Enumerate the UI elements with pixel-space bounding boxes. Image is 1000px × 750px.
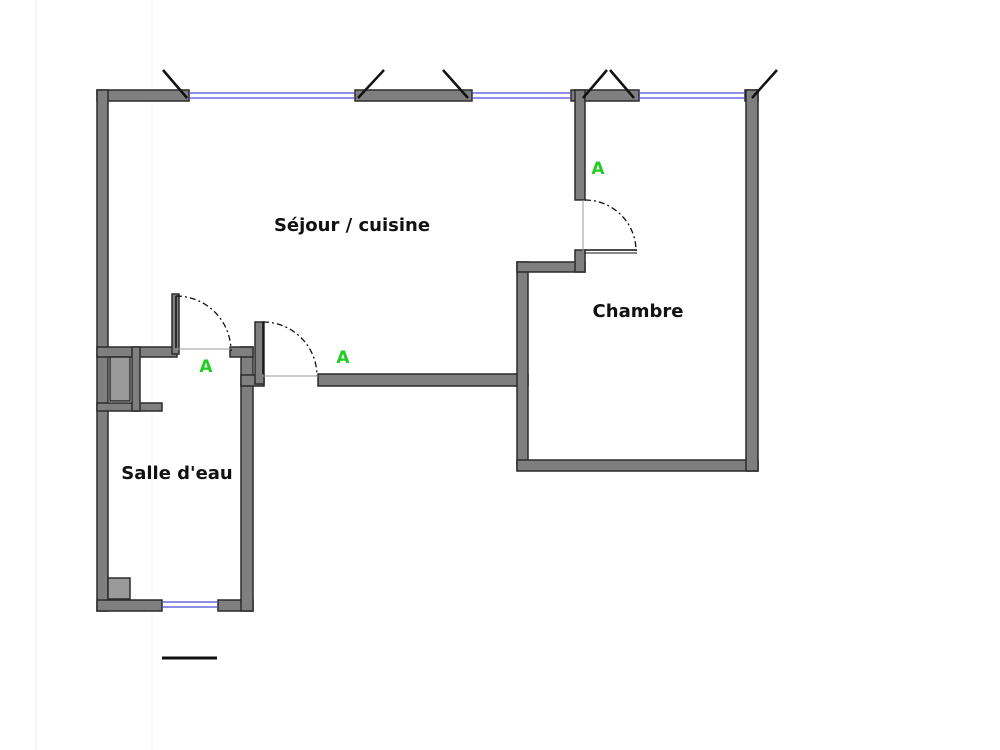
window-swing-2 (357, 69, 385, 99)
window-swing-5 (609, 69, 635, 99)
marker-bedroom: A (591, 159, 605, 179)
duct-bath-corner (107, 577, 131, 600)
doors (175, 199, 637, 377)
door-bath-swing (175, 295, 232, 352)
wall-bedroom-step-up (574, 249, 586, 273)
wall-bath-top-right (229, 346, 254, 358)
door-mid-swing (262, 321, 318, 377)
door-bedroom-swing (584, 199, 637, 252)
window-swing-3 (442, 69, 469, 99)
duct-closet (109, 356, 131, 402)
room-label-salle-eau: Salle d'eau (121, 463, 233, 484)
window-swing-4 (582, 69, 608, 99)
wall-bedroom-left-upper (574, 89, 586, 201)
wall-bath-bottom-left (96, 599, 163, 612)
window-swing-1 (162, 69, 188, 99)
marker-living: A (336, 348, 350, 368)
room-label-sejour: Séjour / cuisine (274, 215, 430, 236)
window-swings (162, 69, 778, 99)
wall-bedroom-left-lower (516, 261, 529, 471)
wall-bedroom-bottom (516, 459, 759, 472)
marker-bath: A (199, 357, 213, 377)
wall-closet-side (131, 346, 141, 412)
wall-top-1 (96, 89, 190, 102)
wall-closet-divider (96, 402, 163, 412)
wall-top-2 (354, 89, 473, 102)
room-label-chambre: Chambre (593, 301, 684, 322)
window-swing-6 (751, 69, 778, 99)
wall-top-3 (570, 89, 640, 102)
windows (162, 92, 745, 608)
walls (96, 89, 759, 612)
wall-living-bottom (317, 373, 529, 387)
wall-door-jamb-mid (254, 321, 265, 385)
wall-bedroom-right (745, 89, 759, 472)
